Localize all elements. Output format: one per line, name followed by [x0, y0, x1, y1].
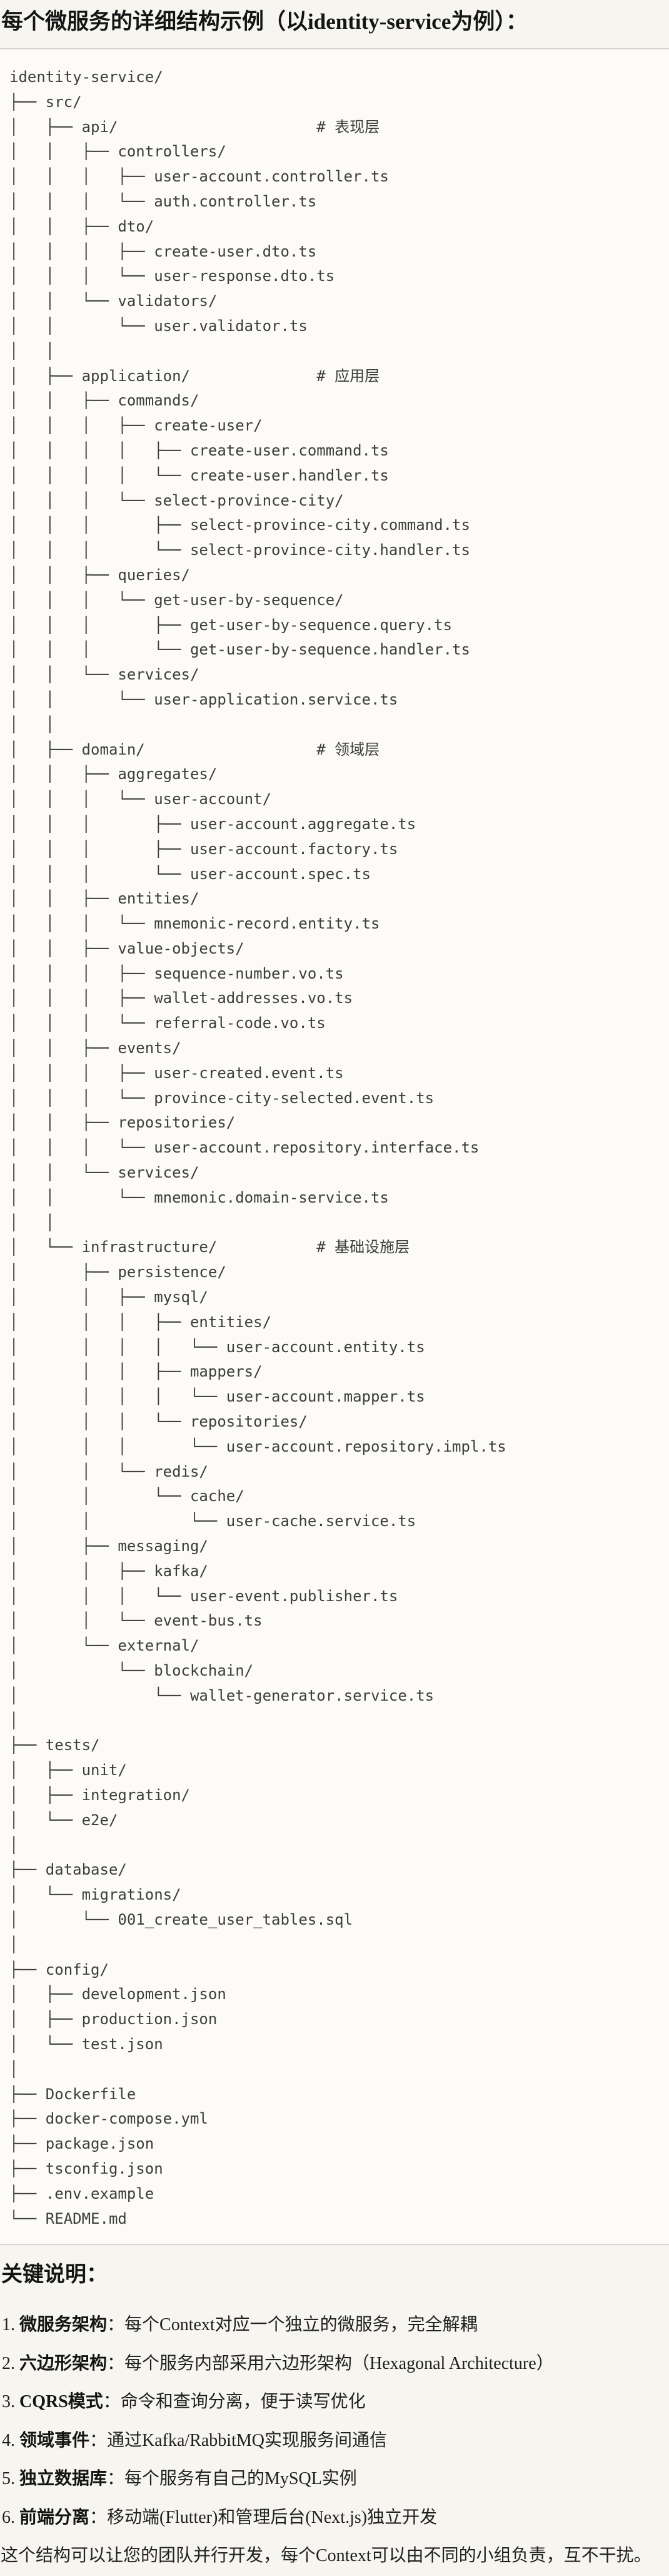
- list-item: 4.领域事件：通过Kafka/RabbitMQ实现服务间通信: [2, 2428, 669, 2453]
- list-item-number: 5.: [2, 2469, 15, 2489]
- list-item: 6.前端分离：移动端(Flutter)和管理后台(Next.js)独立开发: [2, 2505, 669, 2530]
- list-item: 1.微服务架构：每个Context对应一个独立的微服务，完全解耦: [2, 2313, 669, 2338]
- list-item-term: 领域事件: [19, 2430, 90, 2450]
- list-item: 2.六边形架构：每个服务内部采用六边形架构（Hexagonal Architec…: [2, 2351, 669, 2376]
- key-notes-list: 1.微服务架构：每个Context对应一个独立的微服务，完全解耦 2.六边形架构…: [0, 2313, 669, 2530]
- key-notes-heading: 关键说明：: [1, 2263, 108, 2287]
- list-item-number: 4.: [2, 2430, 15, 2450]
- list-item-term: 微服务架构: [19, 2315, 108, 2335]
- list-item-number: 3.: [2, 2392, 15, 2412]
- closing-paragraph: 这个结构可以让您的团队并行开发，每个Context可以由不同的小组负责，互不干扰…: [1, 2546, 651, 2566]
- directory-tree-code-block: identity-service/ ├── src/ │ ├── api/ # …: [0, 48, 669, 2246]
- list-item-term: 前端分离: [19, 2507, 90, 2527]
- list-item-text: ：通过Kafka/RabbitMQ实现服务间通信: [89, 2430, 387, 2450]
- list-item-term: 独立数据库: [19, 2469, 108, 2489]
- list-item-text: ：移动端(Flutter)和管理后台(Next.js)独立开发: [89, 2507, 438, 2527]
- page-title: 每个微服务的详细结构示例（以identity-service为例）：: [1, 9, 528, 34]
- list-item: 5.独立数据库：每个服务有自己的MySQL实例: [2, 2467, 669, 2492]
- list-item-text: ：每个服务有自己的MySQL实例: [107, 2469, 357, 2489]
- list-item-text: ：命令和查询分离，便于读写优化: [103, 2392, 366, 2412]
- list-item-term: CQRS模式: [19, 2392, 103, 2412]
- list-item-number: 6.: [2, 2507, 15, 2527]
- list-item-number: 2.: [2, 2353, 15, 2373]
- list-item-term: 六边形架构: [19, 2353, 108, 2373]
- list-item-number: 1.: [2, 2315, 15, 2335]
- list-item-text: ：每个Context对应一个独立的微服务，完全解耦: [107, 2315, 478, 2335]
- list-item-text: ：每个服务内部采用六边形架构（Hexagonal Architecture）: [107, 2353, 554, 2373]
- list-item: 3.CQRS模式：命令和查询分离，便于读写优化: [2, 2390, 669, 2415]
